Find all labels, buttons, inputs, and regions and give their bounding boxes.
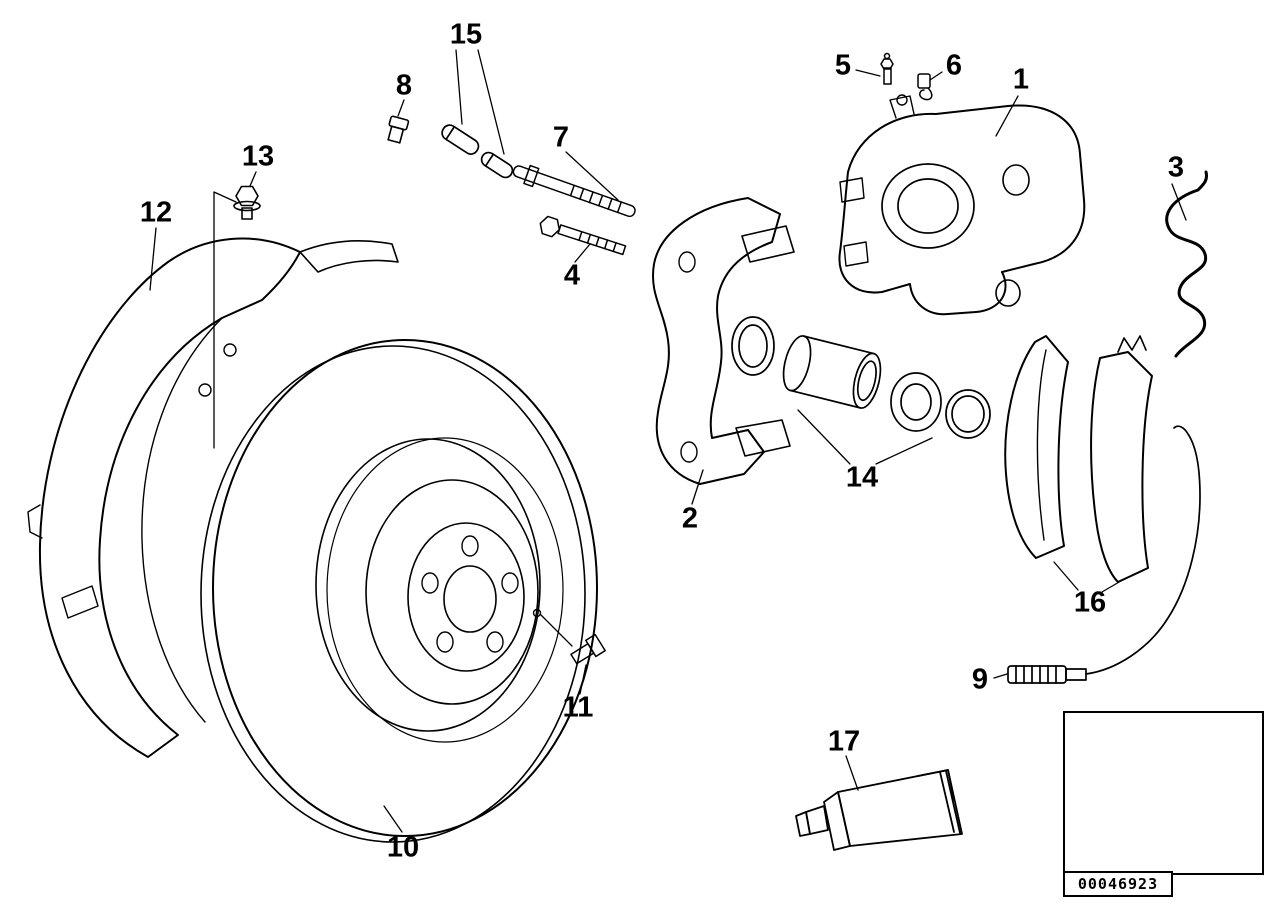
caliper-carrier-drawing — [652, 197, 795, 485]
leader-lines — [149, 49, 1187, 833]
brake-pads-drawing — [1004, 335, 1153, 583]
brake-caliper-drawing — [838, 94, 1086, 316]
bleeder-cap-drawing — [917, 73, 933, 101]
dust-shield-drawing — [27, 237, 399, 758]
callout-1[interactable]: 1 — [1012, 63, 1030, 96]
callout-7[interactable]: 7 — [552, 121, 570, 154]
piston-seal-kit-drawing — [731, 316, 991, 439]
callout-14[interactable]: 14 — [845, 461, 879, 494]
plug-drawing — [387, 115, 410, 144]
image-code: 00046923 — [1063, 871, 1173, 897]
brake-disc-drawing — [200, 339, 598, 843]
guide-bolt-drawing — [512, 164, 636, 218]
vehicle-thumbnail-frame — [1063, 711, 1264, 875]
callout-6[interactable]: 6 — [945, 49, 963, 82]
callout-11[interactable]: 11 — [562, 691, 594, 724]
callout-3[interactable]: 3 — [1167, 151, 1185, 184]
guide-sleeves-drawing — [441, 124, 514, 179]
callout-8[interactable]: 8 — [395, 69, 413, 102]
paste-tube-drawing — [795, 769, 963, 851]
callout-13[interactable]: 13 — [241, 140, 275, 173]
set-screw-drawing — [570, 633, 606, 665]
retaining-spring-drawing — [1165, 170, 1208, 358]
hex-bolt-drawing — [233, 185, 261, 220]
callout-10[interactable]: 10 — [386, 831, 420, 864]
callout-12[interactable]: 12 — [139, 196, 173, 229]
callout-16[interactable]: 16 — [1073, 586, 1107, 619]
callout-2[interactable]: 2 — [681, 502, 699, 535]
callout-9[interactable]: 9 — [971, 663, 989, 696]
callout-4[interactable]: 4 — [563, 259, 581, 292]
bleeder-screw-drawing — [880, 52, 894, 85]
callout-5[interactable]: 5 — [834, 49, 852, 82]
callout-17[interactable]: 17 — [827, 725, 861, 758]
callout-15[interactable]: 15 — [449, 18, 483, 51]
wear-sensor-drawing — [1007, 425, 1201, 684]
